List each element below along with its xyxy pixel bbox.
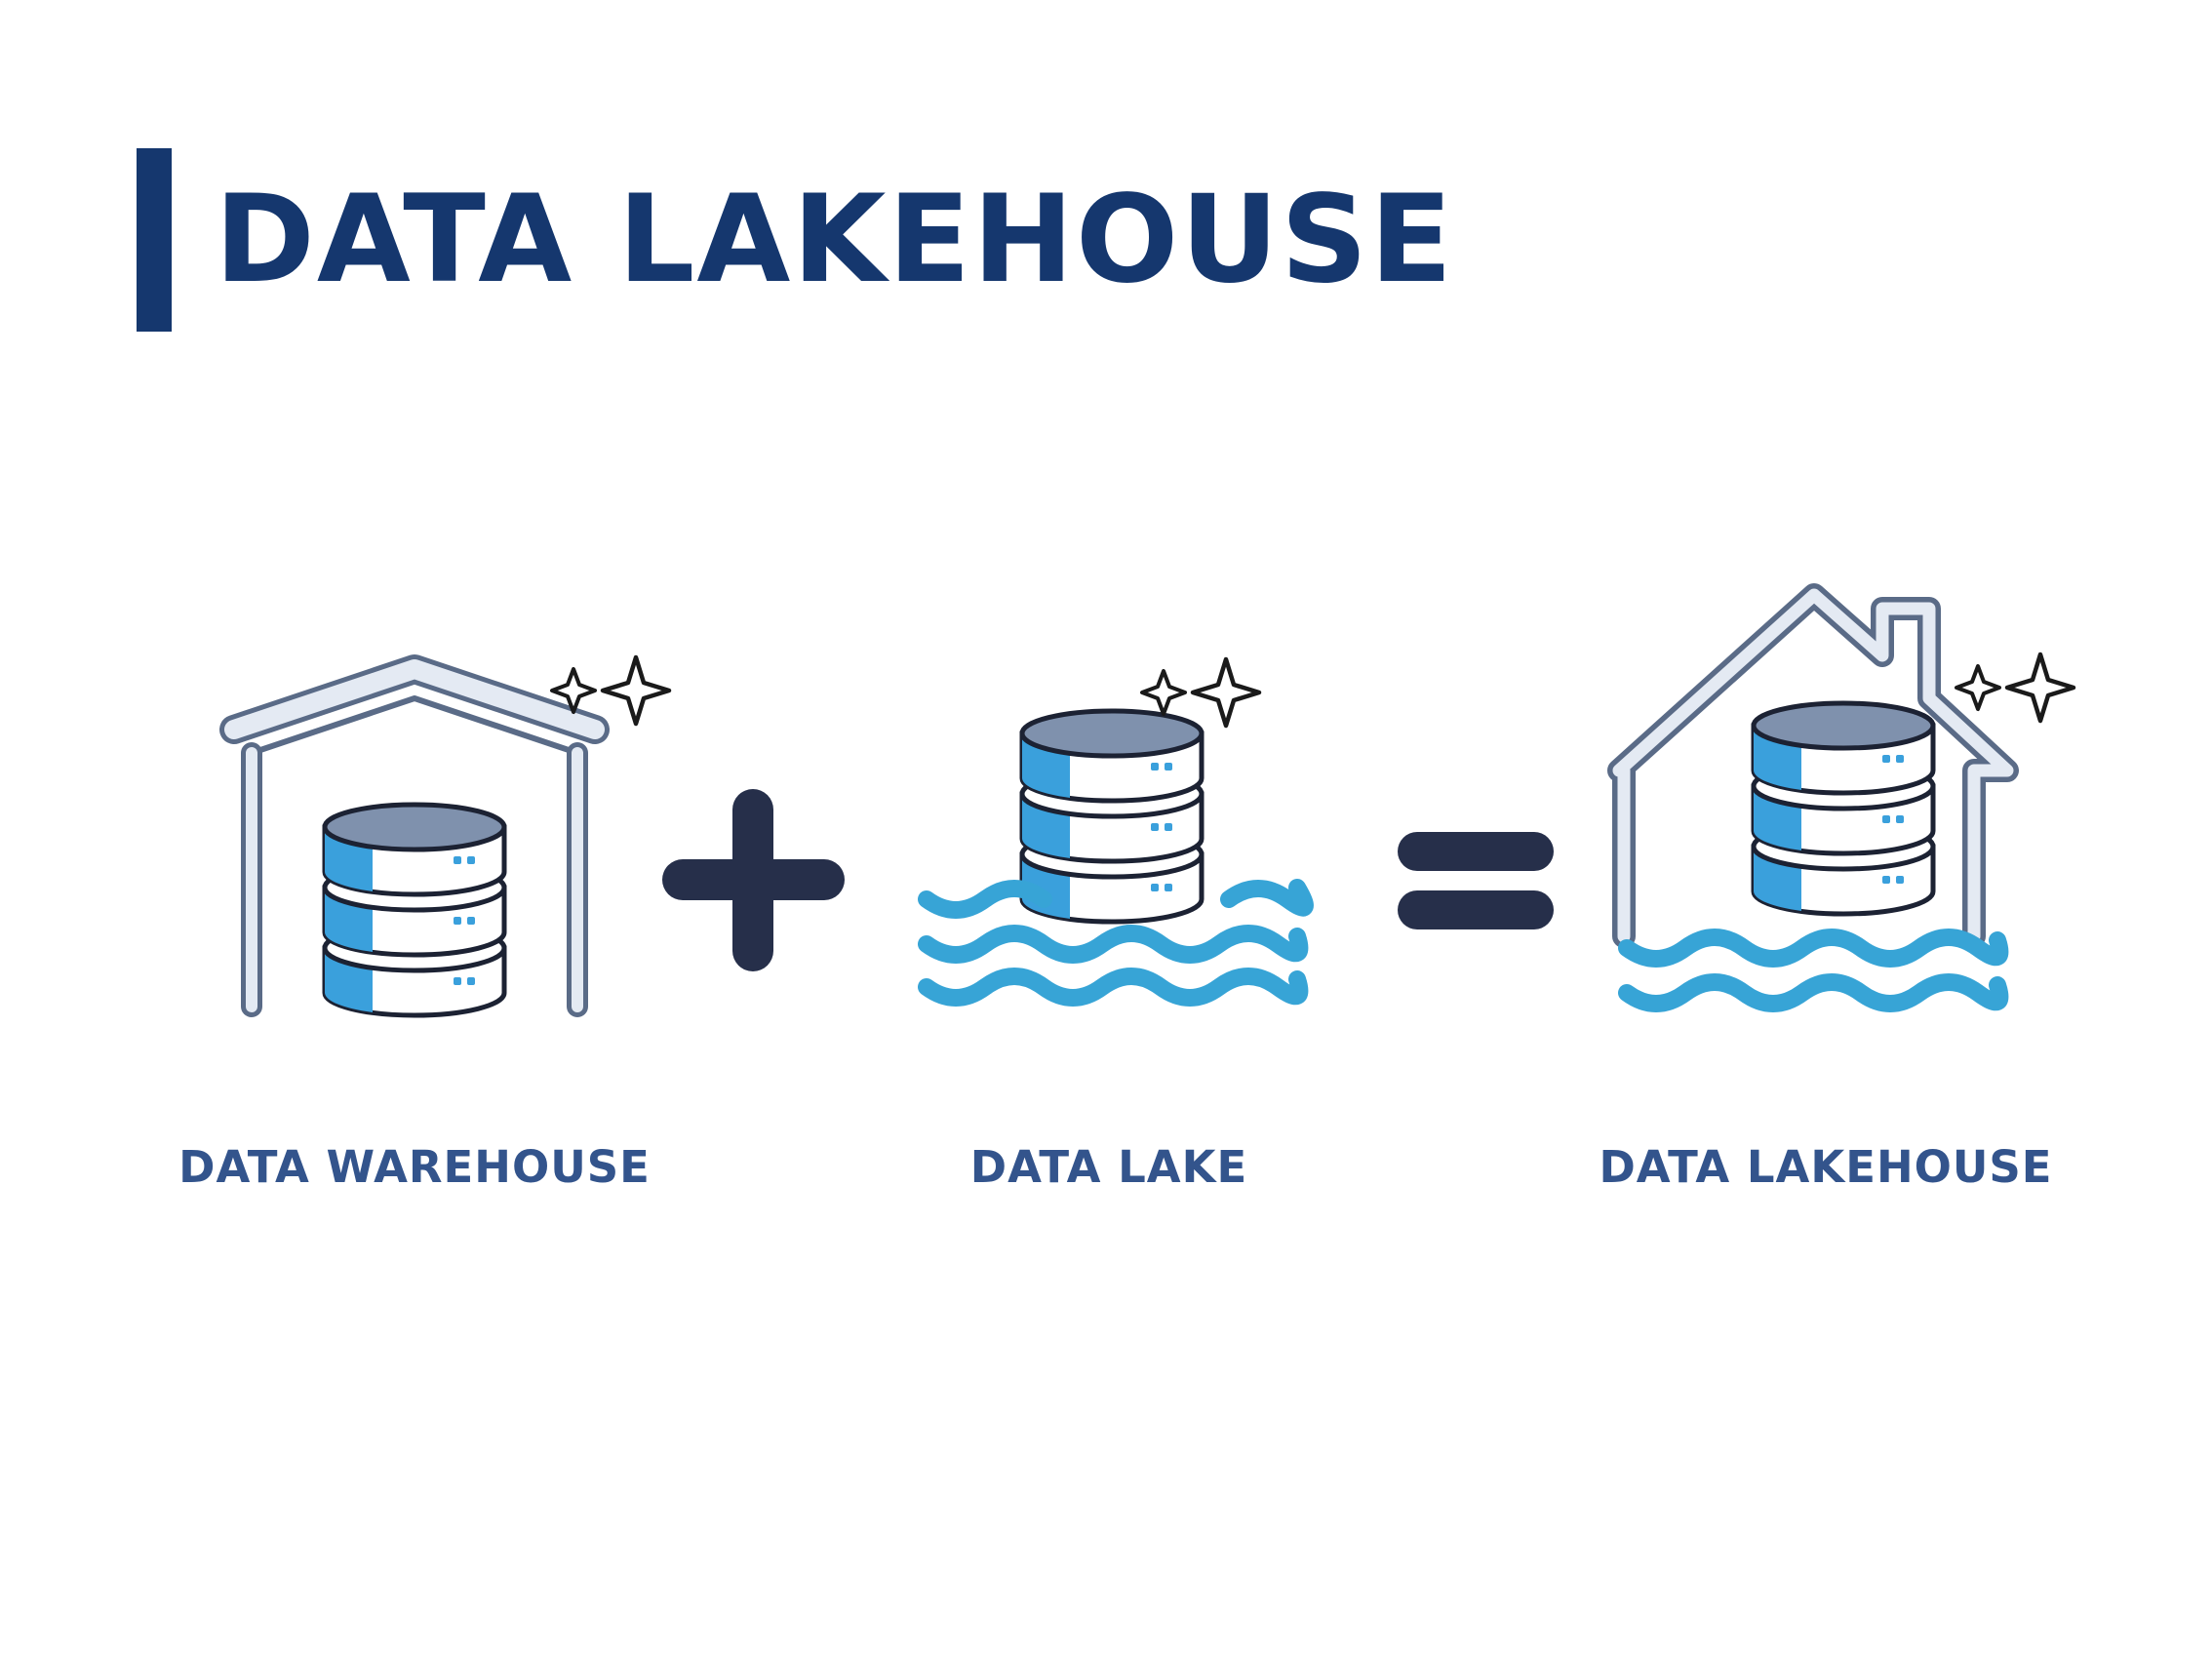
lakehouse-icon bbox=[1607, 583, 2074, 1012]
sparkle-icon bbox=[1956, 654, 2074, 721]
warehouse-icon bbox=[219, 654, 669, 1015]
title-block: DATA LAKEHOUSE bbox=[137, 148, 1454, 332]
plus-icon bbox=[662, 789, 845, 971]
title-accent-bar bbox=[137, 148, 172, 332]
label-data-lakehouse: DATA LAKEHOUSE bbox=[1599, 1141, 2053, 1193]
database-icon bbox=[1754, 703, 1933, 914]
label-data-lake: DATA LAKE bbox=[969, 1141, 1248, 1193]
database-icon bbox=[1022, 711, 1202, 922]
label-data-warehouse: DATA WAREHOUSE bbox=[178, 1141, 651, 1193]
database-icon bbox=[325, 805, 504, 1015]
equals-icon bbox=[1398, 832, 1554, 929]
lake-icon bbox=[918, 659, 1314, 1007]
page-title: DATA LAKEHOUSE bbox=[215, 170, 1455, 310]
